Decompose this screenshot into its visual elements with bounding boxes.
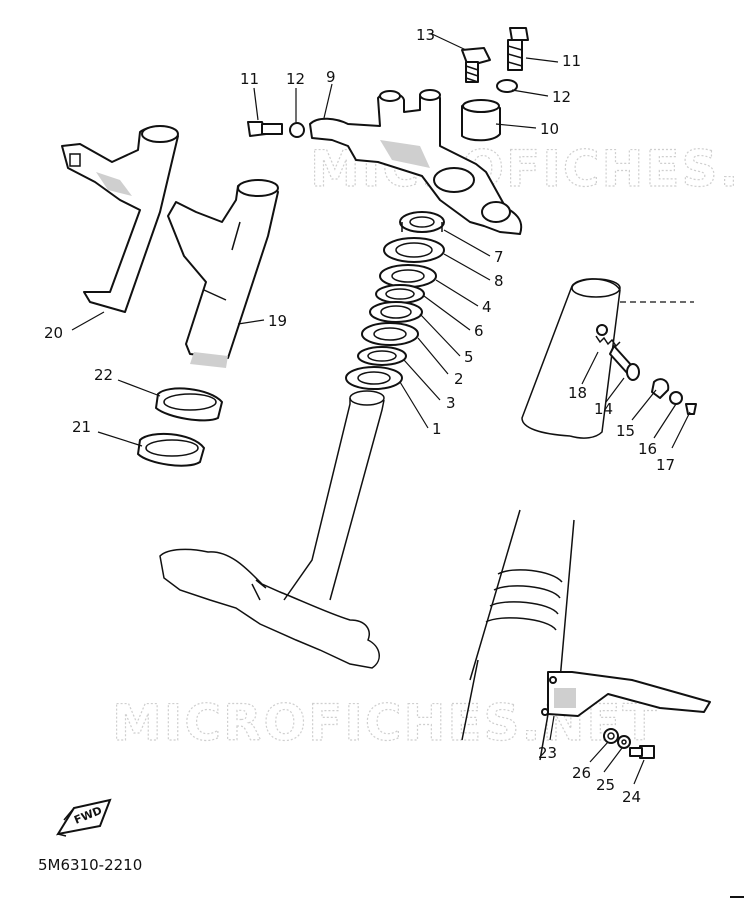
part-17-screw <box>685 403 697 415</box>
corner-mark <box>730 896 744 898</box>
reference-code: 5M6310-2210 <box>38 856 142 874</box>
callout-11-right: 11 <box>562 52 581 70</box>
steering-stem-lower-bracket <box>159 390 385 669</box>
part-20-bracket <box>61 125 179 313</box>
part-14-adjuster <box>609 345 640 381</box>
callout-14: 14 <box>594 400 613 418</box>
callout-5: 5 <box>464 348 474 366</box>
callout-7: 7 <box>494 248 504 266</box>
part-25-washer <box>617 735 631 749</box>
callout-11-left: 11 <box>240 70 259 88</box>
callout-20: 20 <box>44 324 63 342</box>
callout-23: 23 <box>538 744 557 762</box>
part-24-bolt <box>629 745 655 759</box>
callout-1: 1 <box>432 420 442 438</box>
part-19-bracket <box>167 179 279 368</box>
callout-2: 2 <box>454 370 464 388</box>
part-3-bearing <box>357 346 407 366</box>
part-11-bolt-top <box>507 27 529 71</box>
callout-labels: 13 11 12 10 9 11 12 7 8 4 6 5 2 3 1 20 1… <box>44 26 675 806</box>
part-18-spring <box>595 324 621 348</box>
part-9-upper-bracket <box>309 89 523 235</box>
part-23-bracket <box>541 671 711 717</box>
callout-3: 3 <box>446 394 456 412</box>
callout-8: 8 <box>494 272 504 290</box>
callout-26: 26 <box>572 764 591 782</box>
part-8-washer <box>383 237 445 263</box>
callout-6: 6 <box>474 322 484 340</box>
part-26-washer <box>603 728 619 744</box>
callout-9: 9 <box>326 68 336 86</box>
part-15-plate <box>651 378 670 399</box>
part-12-washer-top <box>496 79 518 93</box>
leader-lines <box>71 33 691 785</box>
callout-10: 10 <box>540 120 559 138</box>
part-21-seal <box>137 432 205 467</box>
part-6-bearing <box>375 284 425 304</box>
callout-21: 21 <box>72 418 91 436</box>
part-12-washer-left <box>289 122 305 138</box>
part-2-ball-race <box>361 322 419 346</box>
front-fork-right <box>461 278 694 761</box>
part-22-seal <box>155 387 223 422</box>
callout-17: 17 <box>656 456 675 474</box>
callout-22: 22 <box>94 366 113 384</box>
callout-4: 4 <box>482 298 492 316</box>
callout-15: 15 <box>616 422 635 440</box>
part-5-ball-race <box>369 301 423 323</box>
fwd-arrow-badge: FWD <box>55 798 112 837</box>
callout-12-left: 12 <box>286 70 305 88</box>
callout-25: 25 <box>596 776 615 794</box>
part-4-cover <box>379 264 437 288</box>
callout-18: 18 <box>568 384 587 402</box>
part-1-ball-race <box>345 366 403 390</box>
callout-13: 13 <box>416 26 435 44</box>
part-10-clamp-cap <box>461 99 501 142</box>
part-13-bolt <box>461 47 491 83</box>
callout-19: 19 <box>268 312 287 330</box>
part-7-ring-nut <box>399 211 445 233</box>
part-16-washer <box>669 391 683 405</box>
callout-24: 24 <box>622 788 641 806</box>
callout-12-right: 12 <box>552 88 571 106</box>
callout-16: 16 <box>638 440 657 458</box>
part-11-bolt-left <box>247 121 283 137</box>
